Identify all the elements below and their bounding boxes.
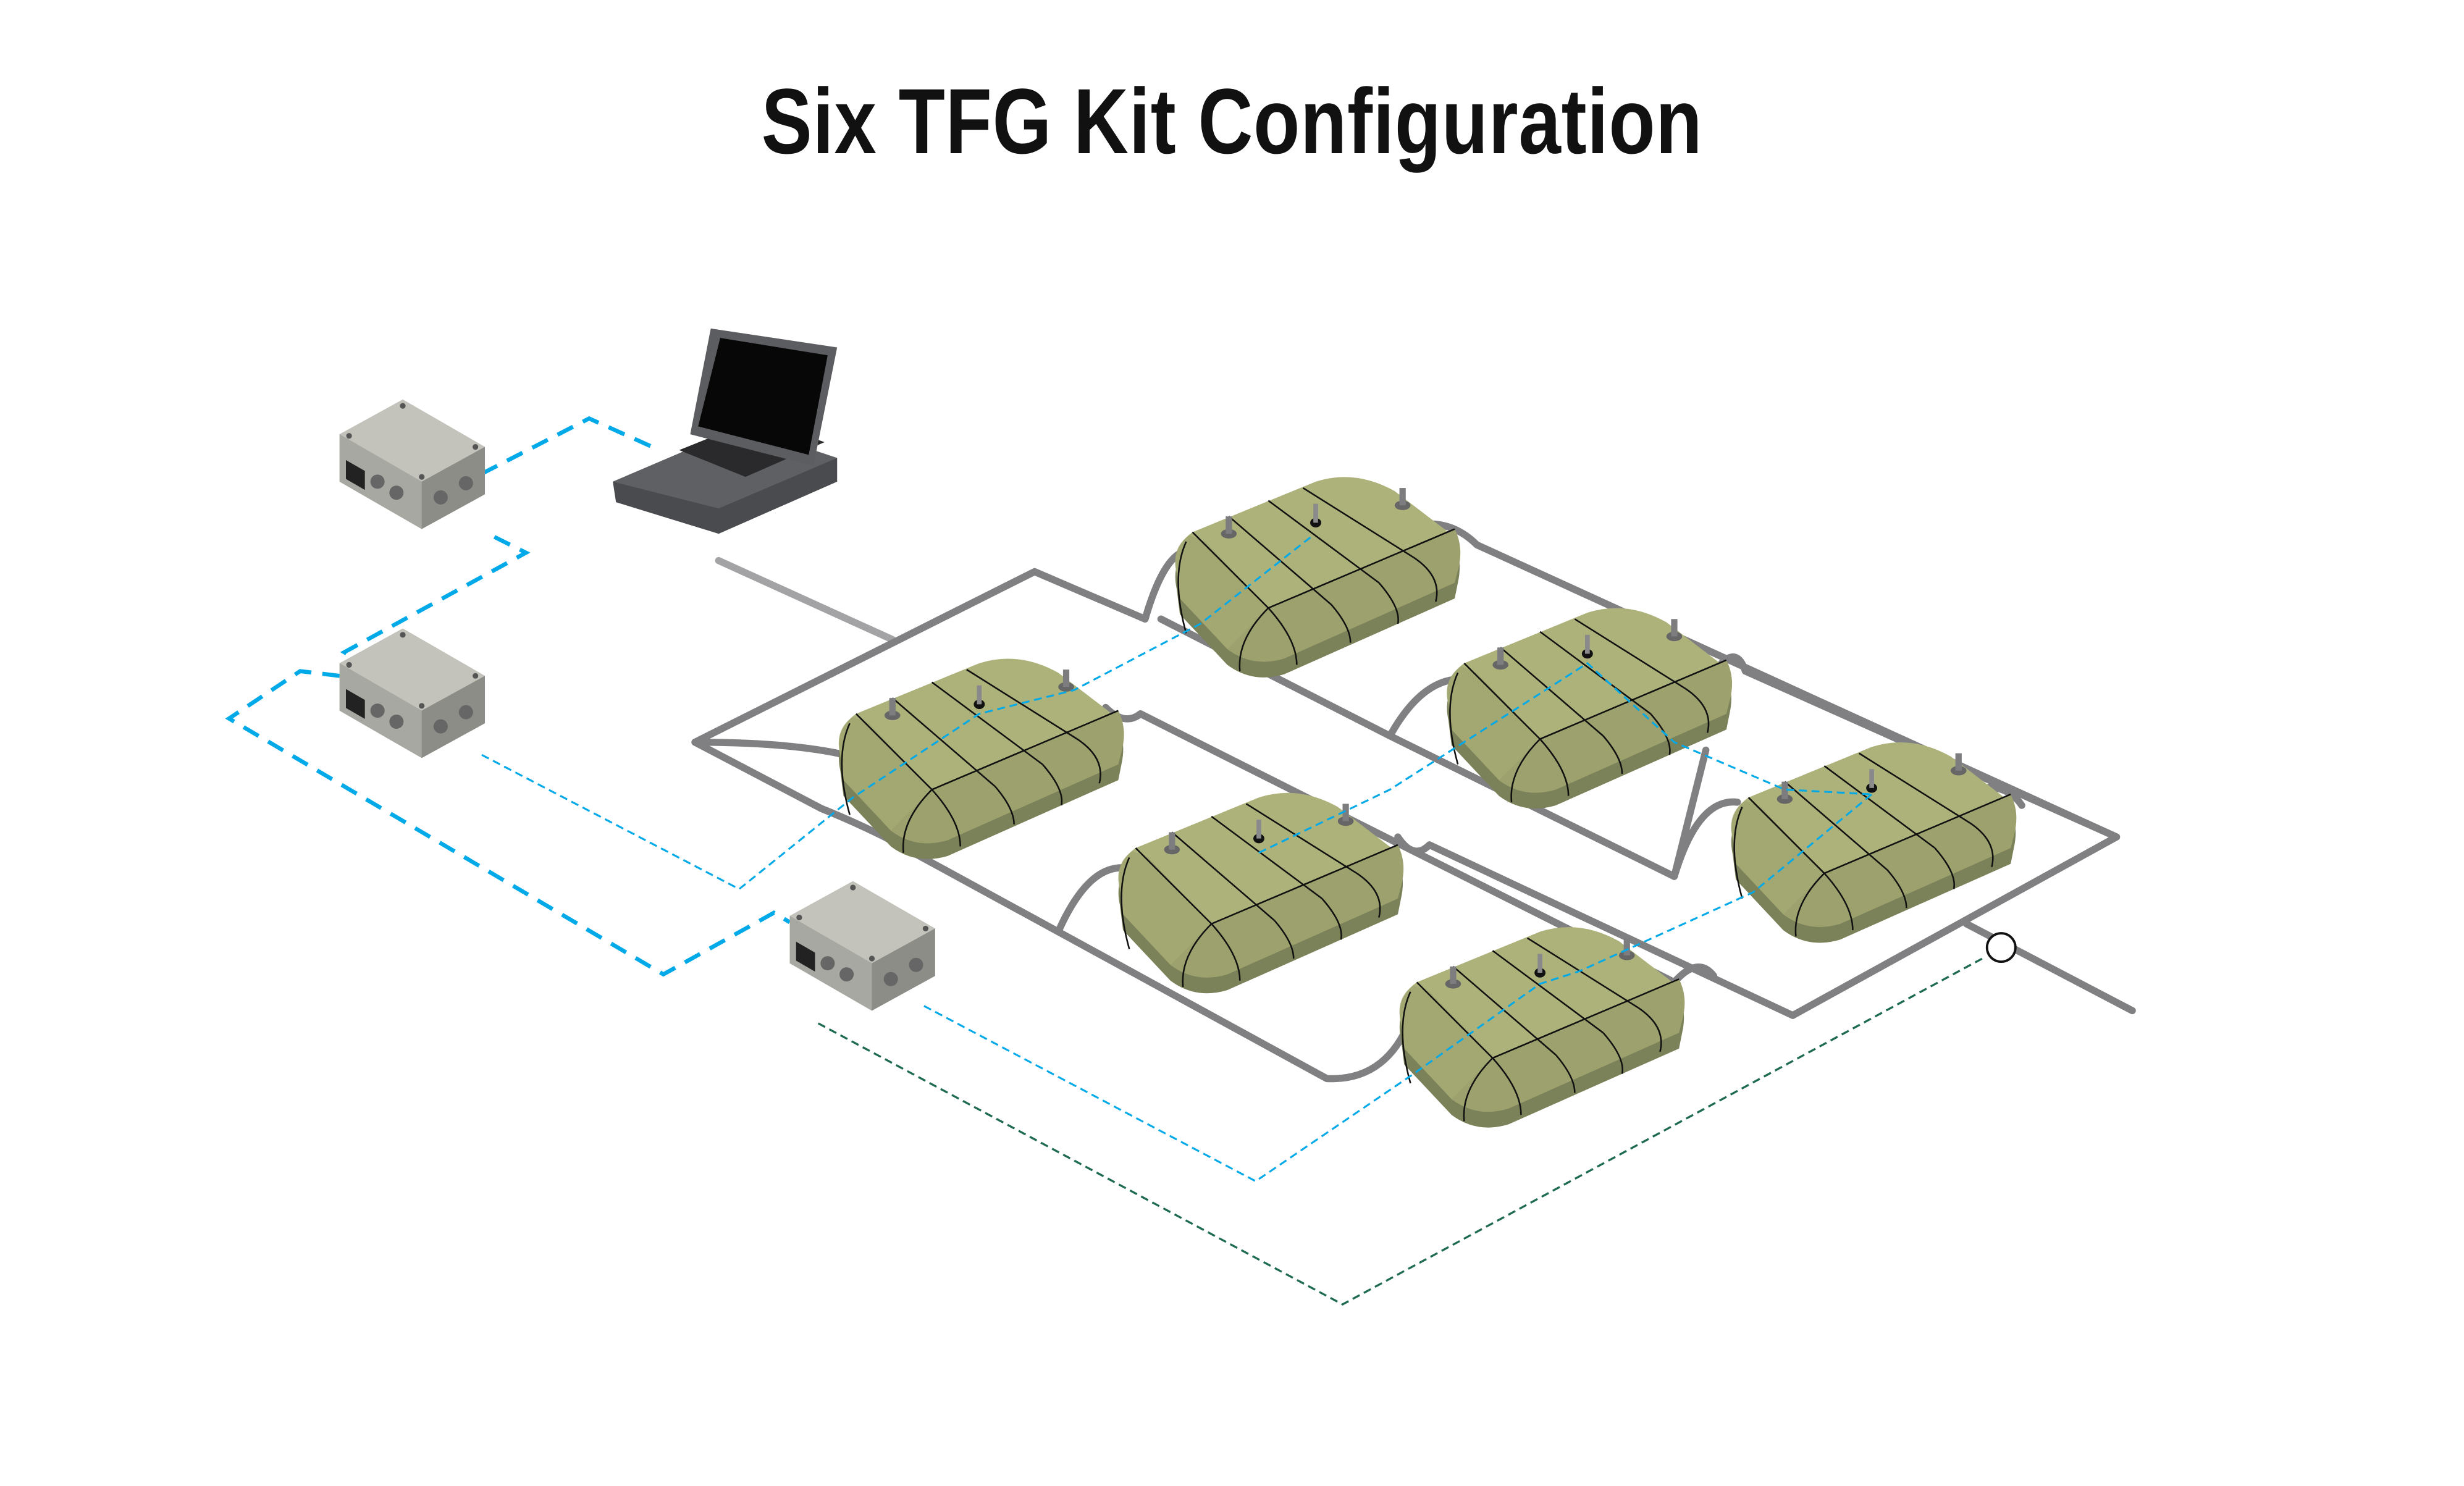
control-box-small-icon	[339, 399, 486, 529]
valve-icon[interactable]	[1985, 932, 2017, 963]
ground-cable	[817, 957, 1983, 1306]
control-box-lower-icon	[789, 881, 935, 1011]
pipe-right-inner	[1670, 746, 1741, 880]
bladder-3	[838, 658, 1125, 860]
bladder-1	[1174, 476, 1461, 679]
bladder-6	[1398, 926, 1686, 1128]
page-title: Six TFG Kit Configuration	[761, 69, 1703, 173]
fuel-pipes	[691, 520, 2136, 1083]
laptop-icon	[613, 328, 838, 534]
network-cables	[225, 416, 1983, 1306]
supply-line	[715, 556, 896, 644]
control-box-medium-icon	[339, 628, 486, 758]
